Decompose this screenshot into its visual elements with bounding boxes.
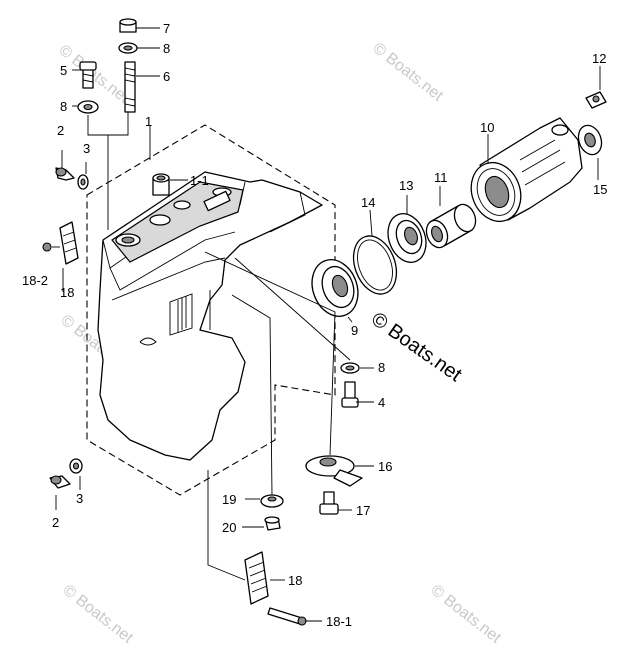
leader-lines — [52, 27, 601, 622]
callout-numbers: 7 8 6 5 8 1 2 3 1-1 18-2 18 12 10 15 13 … — [22, 21, 607, 629]
callout-13: 13 — [399, 178, 413, 193]
anode-bottom — [244, 551, 307, 626]
trim-tab-16 — [305, 455, 363, 515]
callout-3-lower: 3 — [76, 491, 83, 506]
oil-seal-15 — [577, 124, 603, 156]
callout-20: 20 — [222, 520, 236, 535]
o-ring-14 — [352, 235, 398, 295]
bearing-housing-10 — [470, 117, 583, 223]
assembly-boundary — [86, 124, 336, 496]
clip-and-screw — [260, 494, 284, 531]
callout-14: 14 — [361, 195, 375, 210]
callout-2-lower: 2 — [52, 515, 59, 530]
needle-bearing-11 — [425, 203, 477, 249]
callout-18-1: 18-1 — [326, 614, 352, 629]
callout-1: 1 — [145, 114, 152, 129]
callout-8-left: 8 — [60, 99, 67, 114]
gear-case — [97, 171, 323, 461]
plug-12 — [585, 91, 607, 109]
callout-16: 16 — [378, 459, 392, 474]
center-washer-and-bolt — [340, 362, 360, 408]
callout-8-center: 8 — [378, 360, 385, 375]
callout-1-1: 1-1 — [190, 173, 209, 188]
left-bolt-lower — [49, 458, 83, 489]
callout-15: 15 — [593, 182, 607, 197]
callout-9: 9 — [351, 323, 358, 338]
callout-12: 12 — [592, 51, 606, 66]
watermark-top-right: © Boats.net — [370, 40, 447, 105]
callout-18-left: 18 — [60, 285, 74, 300]
callout-10: 10 — [480, 120, 494, 135]
ball-bearing-9 — [311, 259, 359, 317]
dowel-pin — [152, 173, 170, 196]
callout-4: 4 — [378, 395, 385, 410]
anode-left — [42, 221, 79, 265]
callout-18-bottom: 18 — [288, 573, 302, 588]
ball-bearing-13 — [387, 213, 427, 263]
watermark-bottom-left: © Boats.net — [60, 582, 137, 647]
watermark-bottom-right: © Boats.net — [428, 582, 505, 647]
callout-19: 19 — [222, 492, 236, 507]
callout-8-top: 8 — [163, 41, 170, 56]
callout-3-upper: 3 — [83, 141, 90, 156]
callout-6: 6 — [163, 69, 170, 84]
callout-11: 11 — [434, 170, 448, 185]
callout-7: 7 — [163, 21, 170, 36]
left-bolt-upper — [55, 167, 89, 190]
stud-and-hardware-top — [77, 18, 138, 230]
callout-5: 5 — [60, 63, 67, 78]
callout-2-upper: 2 — [57, 123, 64, 138]
callout-18-2: 18-2 — [22, 273, 48, 288]
callout-17: 17 — [356, 503, 370, 518]
